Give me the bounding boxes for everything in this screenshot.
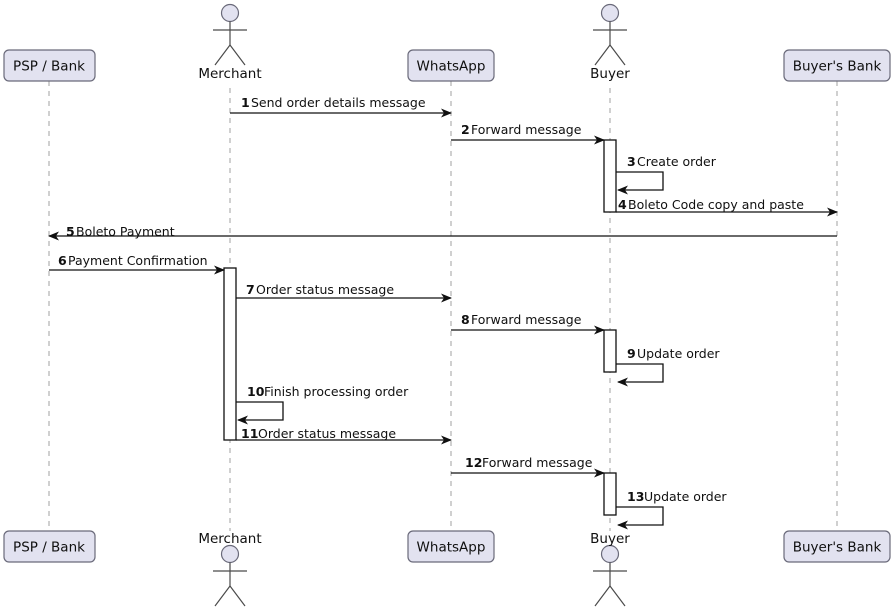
actor-head-buyer-top (600, 3, 620, 23)
actor-label-merchant-bottom: Merchant (198, 531, 261, 547)
message-label-3: Create order (637, 154, 717, 169)
message-label-11: Order status message (258, 426, 396, 441)
activation-bar-merchant-1 (223, 267, 237, 441)
participant-label-bbank-top: Buyer's Bank (793, 59, 882, 75)
actor-leg-right-buyer-bottom (609, 585, 626, 607)
actor-label-merchant-top: Merchant (198, 66, 261, 82)
participant-label-bbank-bottom: Buyer's Bank (793, 540, 882, 556)
participant-box-whatsapp-top[interactable] (407, 49, 495, 82)
message-label-10: Finish processing order (264, 384, 409, 399)
message-number-3: 3 (627, 154, 636, 169)
message-arrow-3 (616, 171, 664, 195)
message-arrow-9 (616, 363, 664, 387)
actor-leg-right-buyer-top (609, 44, 626, 66)
message-number-11: 11 (241, 426, 258, 441)
participant-box-psp-bottom[interactable] (3, 530, 96, 563)
actor-leg-left-merchant-bottom (214, 585, 231, 607)
message-label-13: Update order (644, 489, 727, 504)
participant-headers-layer: PSP / Bank Merchant WhatsApp Buyer Buyer's B… (3, 3, 891, 82)
participant-box-whatsapp-bottom[interactable] (407, 530, 495, 563)
participant-label-psp-bottom: PSP / Bank (13, 540, 85, 556)
message-number-2: 2 (461, 122, 470, 137)
message-number-8: 8 (461, 312, 470, 327)
activation-bar-buyer-2 (603, 329, 617, 373)
message-label-8: Forward message (471, 312, 582, 327)
message-number-4: 4 (618, 197, 627, 212)
message-label-12: Forward message (482, 455, 593, 470)
actor-leg-left-buyer-bottom (594, 585, 611, 607)
message-label-9: Update order (637, 346, 720, 361)
message-label-5: Boleto Payment (76, 224, 175, 239)
message-label-4: Boleto Code copy and paste (628, 197, 804, 212)
message-label-6: Payment Confirmation (68, 253, 208, 268)
actor-head-buyer-bottom (600, 544, 620, 564)
message-number-10: 10 (247, 384, 265, 399)
actor-leg-left-buyer-top (594, 44, 611, 66)
message-arrow-10 (236, 401, 284, 425)
actor-leg-right-merchant-bottom (229, 585, 246, 607)
message-number-5: 5 (66, 224, 75, 239)
actor-head-merchant-top (220, 3, 240, 23)
participant-box-psp-top[interactable] (3, 49, 96, 82)
message-arrow-13 (616, 506, 664, 530)
participant-box-bbank-bottom[interactable] (783, 530, 891, 563)
message-label-7: Order status message (256, 282, 394, 297)
activations-layer (223, 139, 617, 516)
actor-label-buyer-bottom: Buyer (590, 531, 630, 547)
activation-bar-buyer-0 (603, 139, 617, 213)
participant-box-bbank-top[interactable] (783, 49, 891, 82)
message-number-13: 13 (627, 489, 644, 504)
message-label-1: Send order details message (251, 95, 426, 110)
message-label-2: Forward message (471, 122, 582, 137)
participant-label-whatsapp-top: WhatsApp (417, 59, 486, 75)
participant-label-psp-top: PSP / Bank (13, 59, 85, 75)
message-number-9: 9 (627, 346, 636, 361)
actor-leg-left-merchant-top (214, 44, 231, 66)
message-number-7: 7 (246, 282, 255, 297)
message-number-1: 1 (241, 95, 250, 110)
message-number-6: 6 (58, 253, 67, 268)
activation-bar-buyer-3 (603, 472, 617, 516)
actor-head-merchant-bottom (220, 544, 240, 564)
message-number-12: 12 (465, 455, 482, 470)
participant-label-whatsapp-bottom: WhatsApp (417, 540, 486, 556)
actor-label-buyer-top: Buyer (590, 66, 630, 82)
actor-leg-right-merchant-top (229, 44, 246, 66)
lifelines-layer (48, 81, 838, 531)
